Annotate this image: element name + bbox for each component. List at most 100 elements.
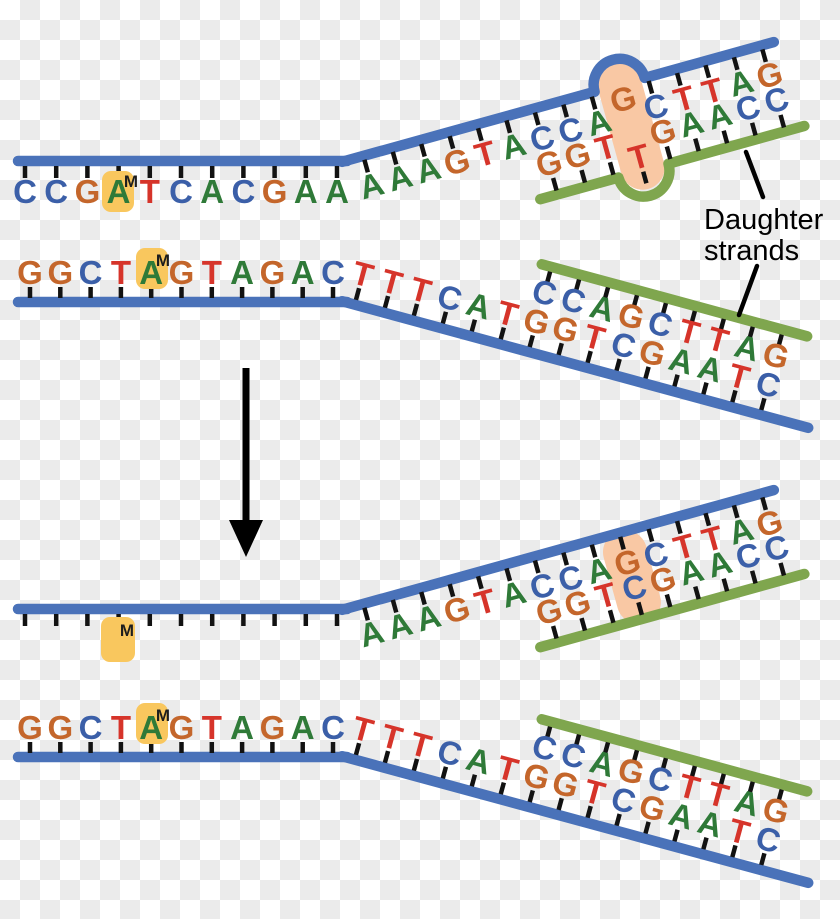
base-letter: C bbox=[528, 271, 561, 313]
base-pair-tick bbox=[749, 122, 758, 136]
base-letter: A bbox=[412, 149, 445, 191]
base-letter: T bbox=[348, 709, 377, 750]
base-pair-tick bbox=[660, 302, 669, 317]
base-letter: C bbox=[13, 173, 37, 210]
base-letter: A bbox=[497, 573, 530, 615]
base-pair-tick bbox=[527, 789, 535, 803]
base-letter: G bbox=[47, 709, 73, 746]
base-letter: A bbox=[139, 254, 163, 291]
base-pair-tick bbox=[759, 852, 767, 866]
base-pair-tick bbox=[527, 334, 535, 348]
base-pair-tick bbox=[498, 781, 507, 795]
base-letter: G bbox=[75, 173, 101, 210]
base-letter: T bbox=[111, 709, 131, 746]
base-pair-tick bbox=[550, 177, 559, 192]
base-letter: G bbox=[759, 789, 793, 831]
base-letter: G bbox=[614, 295, 648, 337]
base-pair-tick bbox=[674, 520, 683, 535]
base-letter: A bbox=[731, 782, 764, 824]
base-pair-tick bbox=[631, 749, 640, 764]
daughter-strand bbox=[535, 568, 810, 653]
daughter-strands-label-line1: Daughter bbox=[704, 204, 824, 236]
base-pair-tick bbox=[749, 570, 758, 584]
base-letter: A bbox=[200, 173, 224, 210]
base-letter: G bbox=[17, 254, 43, 291]
base-letter: A bbox=[294, 173, 318, 210]
base-letter: G bbox=[17, 709, 43, 746]
parental-strand-arm bbox=[336, 36, 780, 168]
base-letter: T bbox=[202, 709, 222, 746]
base-letter: G bbox=[169, 254, 195, 291]
base-letter: A bbox=[291, 709, 315, 746]
base-pair-tick bbox=[419, 591, 427, 606]
base-letter: T bbox=[202, 254, 222, 291]
methyl-tag bbox=[102, 171, 134, 212]
base-letter: A bbox=[675, 551, 708, 593]
base-letter: C bbox=[760, 527, 793, 569]
base-pair-tick bbox=[561, 551, 570, 566]
base-letter: C bbox=[557, 734, 590, 776]
methyl-tag bbox=[136, 248, 168, 289]
base-pair-tick bbox=[390, 599, 399, 614]
base-letter: A bbox=[412, 597, 445, 639]
base-pair-tick bbox=[469, 774, 478, 787]
base-pair-tick bbox=[731, 504, 740, 519]
base-pair-tick bbox=[390, 151, 399, 166]
base-letter: T bbox=[406, 724, 435, 765]
base-pair-tick bbox=[693, 585, 701, 600]
base-pair-tick bbox=[701, 382, 709, 395]
base-letter: C bbox=[44, 173, 68, 210]
base-letter: C bbox=[433, 732, 466, 774]
base-letter: T bbox=[348, 254, 377, 295]
base-pair-tick bbox=[561, 103, 570, 118]
base-letter: G bbox=[532, 142, 567, 185]
base-pair-tick bbox=[544, 726, 553, 740]
parental-strand-arm bbox=[336, 484, 780, 616]
repaired-pair-highlight bbox=[602, 530, 661, 625]
base-letter: C bbox=[321, 254, 345, 291]
base-pair-tick bbox=[721, 130, 730, 144]
base-letter: C bbox=[760, 79, 793, 121]
base-letter: A bbox=[230, 254, 254, 291]
daughter-strand bbox=[536, 259, 813, 342]
base-pair-tick bbox=[636, 601, 645, 616]
base-pair-tick bbox=[778, 562, 787, 577]
methyl-tag bbox=[101, 617, 135, 662]
base-letter: G bbox=[759, 334, 793, 376]
base-letter: T bbox=[675, 766, 704, 807]
base-pair-tick bbox=[498, 326, 507, 340]
base-pair-tick bbox=[703, 64, 712, 79]
base-letter: G bbox=[560, 582, 595, 625]
base-pair-tick bbox=[607, 161, 616, 176]
base-pair-tick bbox=[631, 294, 640, 309]
base-letter: C bbox=[644, 303, 677, 345]
base-pair-tick bbox=[730, 389, 738, 403]
base-pair-tick bbox=[469, 319, 478, 332]
base-pair-tick bbox=[703, 512, 712, 527]
base-pair-tick bbox=[585, 350, 593, 364]
base-letter: T bbox=[406, 269, 435, 310]
base-letter: A bbox=[107, 173, 131, 210]
base-letter: G bbox=[169, 709, 195, 746]
base-pair-tick bbox=[447, 135, 456, 150]
base-pair-tick bbox=[747, 326, 755, 340]
label-pointer-line-top bbox=[743, 149, 766, 200]
daughter-strands-label-line2: strands bbox=[704, 235, 799, 267]
mismatch-highlight bbox=[596, 58, 665, 190]
base-letter: T bbox=[140, 173, 160, 210]
base-pair-tick bbox=[778, 114, 787, 129]
base-pair-tick bbox=[411, 758, 420, 772]
base-letter: T bbox=[471, 133, 500, 174]
base-pair-tick bbox=[747, 781, 755, 795]
base-letter: C bbox=[79, 254, 103, 291]
base-pair-tick bbox=[674, 72, 683, 87]
base-pair-tick bbox=[614, 813, 622, 827]
repair-arrow-head bbox=[229, 520, 263, 557]
base-pair-tick bbox=[760, 496, 768, 511]
